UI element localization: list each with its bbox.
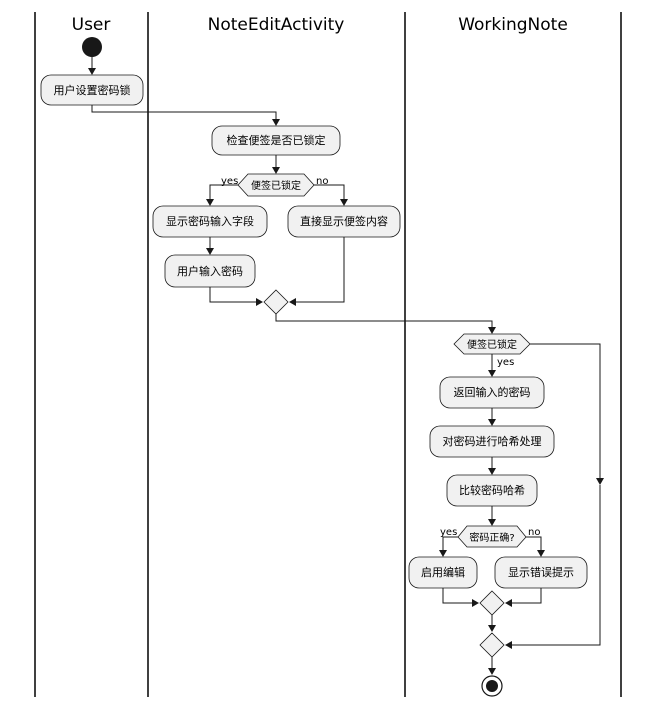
- merge-diamond-1: [263, 289, 289, 315]
- lane-title-note-edit-activity: NoteEditActivity: [208, 15, 345, 35]
- start-node: [82, 37, 102, 57]
- activity-enable-edit: 启用编辑: [408, 556, 478, 589]
- decision-locked-2-yes-label: yes: [497, 357, 514, 368]
- activity-show-password-field-label: 显示密码输入字段: [166, 214, 254, 228]
- edge-decision-2-no-to-merge-3: [512, 485, 601, 646]
- lane-title-user: User: [72, 15, 111, 35]
- activity-show-note-content-label: 直接显示便签内容: [300, 214, 388, 228]
- activity-show-password-field: 显示密码输入字段: [152, 205, 268, 238]
- edge-show-content-to-merge-1: [296, 237, 345, 303]
- activity-return-password: 返回输入的密码: [439, 376, 545, 409]
- edge-show-error-to-merge-2: [512, 588, 542, 604]
- edge-set-password-to-check: [91, 105, 277, 119]
- edge-enter-password-to-merge-1: [209, 287, 256, 303]
- edge-decision-1-yes: [209, 184, 238, 199]
- activity-set-password-label: 用户设置密码锁: [54, 83, 131, 97]
- edge-decision-2-no: [530, 343, 601, 478]
- activity-compare-hash-label: 比较密码哈希: [459, 483, 525, 497]
- decision-password-correct: 密码正确?: [457, 525, 527, 548]
- decision-locked-2: 便签已锁定: [453, 333, 531, 355]
- edge-decision-3-no: [526, 536, 542, 550]
- decision-locked-1-label: 便签已锁定: [251, 179, 301, 192]
- activity-check-locked-label: 检查便签是否已锁定: [227, 133, 326, 147]
- activity-hash-password-label: 对密码进行哈希处理: [443, 434, 542, 448]
- edge-merge-1-to-decision-2: [275, 314, 493, 327]
- end-node: [481, 675, 503, 697]
- lane-title-working-note: WorkingNote: [458, 15, 568, 35]
- activity-user-enter-password-label: 用户输入密码: [177, 264, 243, 278]
- merge-diamond-3: [479, 632, 505, 658]
- activity-set-password: 用户设置密码锁: [40, 74, 144, 106]
- activity-enable-edit-label: 启用编辑: [421, 565, 465, 579]
- merge-diamond-2: [479, 590, 505, 616]
- decision-locked-1-no-label: no: [316, 176, 328, 187]
- activity-compare-hash: 比较密码哈希: [446, 474, 538, 507]
- activity-hash-password: 对密码进行哈希处理: [429, 425, 555, 458]
- decision-password-correct-label: 密码正确?: [469, 531, 514, 544]
- decision-locked-2-label: 便签已锁定: [467, 338, 517, 351]
- decision-password-correct-yes-label: yes: [440, 527, 457, 538]
- activity-show-note-content: 直接显示便签内容: [287, 205, 401, 238]
- edge-enable-edit-to-merge-2: [442, 588, 472, 604]
- edge-decision-1-no: [314, 184, 345, 199]
- edge-decision-3-yes: [442, 536, 458, 550]
- decision-locked-1: 便签已锁定: [237, 173, 315, 197]
- edges: [88, 57, 604, 675]
- activity-user-enter-password: 用户输入密码: [164, 254, 256, 288]
- activity-return-password-label: 返回输入的密码: [454, 385, 531, 399]
- activity-check-locked: 检查便签是否已锁定: [211, 125, 341, 156]
- activity-show-error-label: 显示错误提示: [508, 565, 574, 579]
- decision-password-correct-no-label: no: [528, 527, 540, 538]
- activity-show-error: 显示错误提示: [494, 556, 588, 589]
- decision-locked-1-yes-label: yes: [221, 176, 238, 187]
